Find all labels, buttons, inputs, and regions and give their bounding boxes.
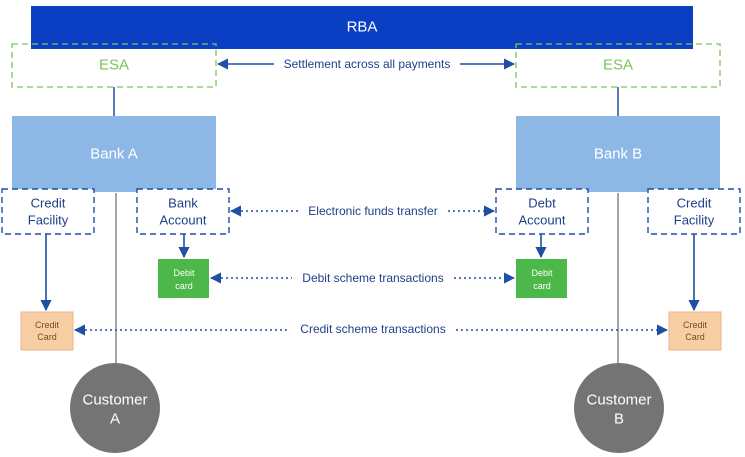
customer-a-node: Customer A xyxy=(70,363,160,453)
credit-facility-b-node: Credit Facility xyxy=(647,188,741,235)
customer-b-line2: B xyxy=(614,411,624,428)
debit-scheme-flow: Debit scheme transactions xyxy=(209,271,516,285)
credit-facility-a-node: Credit Facility xyxy=(1,188,95,235)
credit-card-a-line2: Card xyxy=(37,332,57,342)
bank-account-a-node: Bank Account xyxy=(136,188,230,235)
customer-b-line1: Customer xyxy=(586,392,651,409)
eft-label: Electronic funds transfer xyxy=(308,204,437,218)
debit-card-a-line2: card xyxy=(175,281,193,291)
settlement-flow: Settlement across all payments xyxy=(216,57,516,71)
debt-account-b-line2: Account xyxy=(519,213,566,228)
customer-a-line2: A xyxy=(110,411,120,428)
customer-a-line1: Customer xyxy=(82,392,147,409)
credit-facility-b-line2: Facility xyxy=(674,213,715,228)
bank-account-a-line2: Account xyxy=(160,213,207,228)
customer-b-node: Customer B xyxy=(574,363,664,453)
credit-card-b-node: Credit Card xyxy=(668,311,722,351)
bank-b-label: Bank B xyxy=(594,146,642,163)
credit-card-b-line1: Credit xyxy=(683,320,708,330)
credit-facility-a-line2: Facility xyxy=(28,213,69,228)
debit-card-b-line2: card xyxy=(533,281,551,291)
credit-facility-a-line1: Credit xyxy=(31,196,66,211)
credit-card-a-node: Credit Card xyxy=(20,311,74,351)
debit-card-a-line1: Debit xyxy=(173,268,195,278)
bank-b-node: Bank B xyxy=(516,116,720,192)
rba-label: RBA xyxy=(347,19,378,36)
bank-account-a-line1: Bank xyxy=(168,196,198,211)
credit-card-b-line2: Card xyxy=(685,332,705,342)
credit-facility-b-line1: Credit xyxy=(677,196,712,211)
settlement-label: Settlement across all payments xyxy=(284,57,451,71)
debit-card-b-node: Debit card xyxy=(516,259,567,298)
esa-right-label: ESA xyxy=(603,57,633,74)
esa-right-node: ESA xyxy=(515,43,721,88)
eft-flow: Electronic funds transfer xyxy=(229,204,496,218)
esa-left-label: ESA xyxy=(99,57,129,74)
credit-card-a-line1: Credit xyxy=(35,320,60,330)
debt-account-b-line1: Debt xyxy=(528,196,556,211)
debit-scheme-label: Debit scheme transactions xyxy=(302,271,443,285)
bank-a-node: Bank A xyxy=(12,116,216,192)
credit-scheme-flow: Credit scheme transactions xyxy=(73,322,669,336)
debt-account-b-node: Debt Account xyxy=(495,188,589,235)
credit-scheme-label: Credit scheme transactions xyxy=(300,322,445,336)
debit-card-a-node: Debit card xyxy=(158,259,209,298)
debit-card-b-line1: Debit xyxy=(531,268,553,278)
esa-left-node: ESA xyxy=(11,43,217,88)
rba-node: RBA xyxy=(31,6,693,49)
bank-a-label: Bank A xyxy=(90,146,138,163)
